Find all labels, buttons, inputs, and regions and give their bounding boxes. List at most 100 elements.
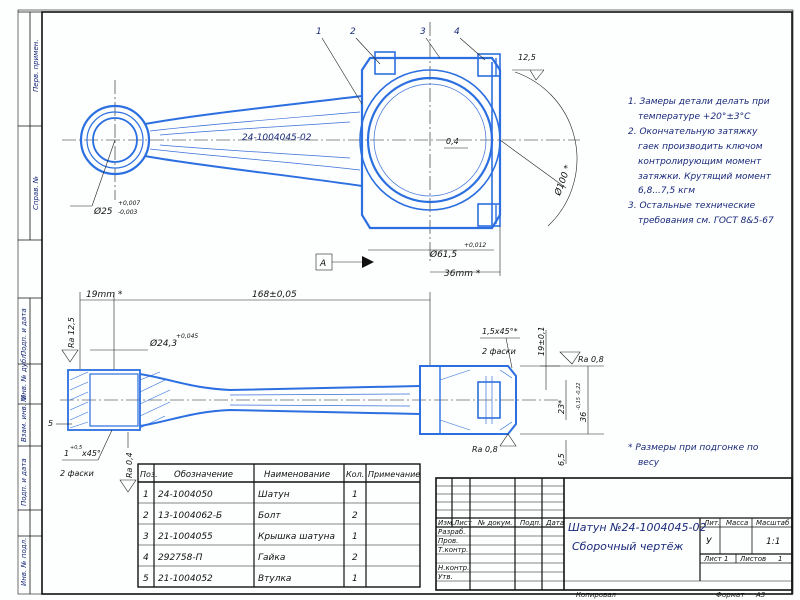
strip-label-5: Подп. и дата bbox=[20, 458, 28, 506]
dim-19: 19mm * bbox=[86, 290, 123, 300]
row-pos: 2 bbox=[143, 511, 149, 521]
strip-label-2: Подп. и дата bbox=[20, 308, 28, 356]
tb-lit-label: Лит. bbox=[703, 519, 720, 527]
side-nut bbox=[477, 381, 501, 419]
chamfer-left-tol: +0,5 bbox=[70, 445, 82, 451]
tb-mass-label: Масса bbox=[726, 519, 748, 527]
row-qty: 1 bbox=[352, 574, 358, 584]
table-row: 5 21-1004052 Втулка 1 bbox=[143, 574, 358, 584]
row-name: Крышка шатуна bbox=[258, 532, 335, 542]
roughness-12-5: 12,5 bbox=[518, 53, 536, 62]
small-end-outer bbox=[79, 104, 151, 176]
technical-notes: 1. Замеры детали делать при температуре … bbox=[628, 97, 774, 468]
tb-left-label-4: Н.контр. bbox=[438, 564, 469, 572]
dim-6-5: 6,5 bbox=[557, 453, 566, 466]
part-number-label: 24-1004045-02 bbox=[242, 133, 312, 143]
bolt-head-left-top bbox=[374, 51, 396, 75]
dim-04: 0,4 bbox=[446, 137, 459, 146]
spec-header-qty: Кол. bbox=[346, 470, 364, 479]
top-view: 1 2 3 4 24-1004045-02 Ø25 +0,007 -0,003 … bbox=[62, 22, 580, 279]
dim-5: 5 bbox=[48, 419, 53, 428]
dim-23: 23* bbox=[557, 400, 566, 414]
small-end-bore bbox=[92, 117, 138, 163]
row-code: 21-1004055 bbox=[158, 532, 213, 542]
table-row: 3 21-1004055 Крышка шатуна 1 bbox=[143, 532, 358, 542]
row-pos: 3 bbox=[143, 532, 149, 542]
ra-12-5: Ra 12,5 bbox=[67, 317, 76, 348]
dim-big-bore: Ø61,5 bbox=[429, 249, 457, 260]
row-pos: 4 bbox=[143, 553, 149, 563]
tb-row-label-4: Дата bbox=[545, 519, 564, 527]
tb-copied-label: Копировал bbox=[576, 591, 617, 599]
strip-label-3: Инв. № дубл. bbox=[20, 352, 28, 400]
note-line-4: контролирующим момент bbox=[638, 157, 762, 167]
title-block: Изм. Лист № докум. Подп. Дата Разраб. Пр… bbox=[435, 477, 793, 599]
note-line-7: 3. Остальные технические bbox=[628, 201, 756, 211]
row-qty: 1 bbox=[352, 490, 358, 500]
tb-row-label-0: Изм. bbox=[438, 519, 454, 527]
dim-small-bore-tol-upper: +0,007 bbox=[118, 200, 140, 207]
note-line-3: гаек производить ключом bbox=[638, 142, 763, 152]
row-name: Болт bbox=[258, 511, 281, 521]
row-name: Шатун bbox=[258, 490, 290, 500]
table-row: 1 24-1004050 Шатун 1 bbox=[143, 490, 358, 500]
dim-small-bore: Ø25 bbox=[93, 206, 113, 217]
chamfer-right-note: 2 фаски bbox=[482, 347, 516, 356]
bolt-head-right-top bbox=[477, 53, 501, 77]
row-code: 292758-П bbox=[158, 553, 203, 563]
fit-note-line-0: * Размеры при подгонке по bbox=[628, 443, 759, 453]
tb-lit-value: У bbox=[706, 537, 712, 547]
callout-1: 1 bbox=[316, 27, 322, 37]
small-end-section bbox=[67, 369, 141, 431]
spec-header-name: Наименование bbox=[264, 470, 330, 480]
callout-3: 3 bbox=[420, 27, 426, 37]
strip-label-1: Справ. № bbox=[32, 176, 40, 210]
tb-format-label: Формат bbox=[716, 591, 745, 599]
tb-left-label-1: Пров. bbox=[438, 537, 458, 545]
fit-note-line-1: весу bbox=[638, 458, 660, 468]
note-line-6: 6,8...7,5 кгм bbox=[638, 186, 695, 196]
note-line-0: 1. Замеры детали делать при bbox=[628, 97, 770, 107]
ra-0-8-a: Ra 0,8 bbox=[578, 355, 604, 364]
row-pos: 5 bbox=[143, 574, 149, 584]
tb-sheet-value: 1 bbox=[724, 555, 728, 563]
side-view: 19mm * 168±0,05 Ø24,3 +0,045 Ra 12,5 bbox=[48, 290, 604, 493]
dim-small-bore-tol-lower: -0,003 bbox=[118, 209, 138, 216]
strip-label-0: Перв. примен. bbox=[32, 39, 40, 92]
row-pos: 1 bbox=[143, 490, 149, 500]
note-line-8: требования см. ГОСТ 8&5-67 bbox=[638, 216, 774, 226]
datum-label: A bbox=[319, 259, 326, 269]
tb-subtitle: Сборочный чертёж bbox=[572, 540, 683, 553]
row-code: 21-1004052 bbox=[158, 574, 213, 584]
note-line-2: 2. Окончательную затяжку bbox=[628, 127, 758, 137]
callout-4: 4 bbox=[454, 27, 460, 37]
dim-24-3-tol: +0,045 bbox=[176, 333, 198, 340]
dim-168: 168±0,05 bbox=[252, 290, 297, 300]
dim-36: 36 bbox=[579, 412, 588, 422]
chamfer-right: 1,5х45°* bbox=[482, 327, 518, 336]
left-strip: Перв. примен. Справ. № Подп. и дата Инв.… bbox=[18, 11, 42, 594]
row-qty: 2 bbox=[352, 511, 358, 521]
tb-sheet-label: Лист bbox=[703, 555, 723, 563]
tb-row-label-1: Лист bbox=[453, 519, 473, 527]
ra-0-4: Ra 0,4 bbox=[125, 452, 134, 478]
row-qty: 1 bbox=[352, 532, 358, 542]
note-line-5: затяжки. Крутящий момент bbox=[638, 172, 772, 182]
dim-big-bore-tol: +0,012 bbox=[464, 242, 486, 249]
strip-label-4: Взам. инв. № bbox=[20, 394, 28, 442]
tb-row-label-2: № докум. bbox=[477, 519, 513, 527]
dim-width: 36mm * bbox=[444, 269, 481, 279]
callout-2: 2 bbox=[350, 27, 356, 37]
dim-36-tol: -0,15 -0,22 bbox=[576, 383, 582, 410]
table-row: 2 13-1004062-Б Болт 2 bbox=[143, 511, 358, 521]
tb-scale-label: Масштаб bbox=[756, 519, 790, 527]
chamfer-left-note: 2 фаски bbox=[60, 469, 94, 478]
row-code: 13-1004062-Б bbox=[158, 511, 222, 521]
tb-left-label-5: Утв. bbox=[438, 573, 453, 581]
spec-header-code: Обозначение bbox=[174, 470, 233, 480]
tb-sheets-value: 1 bbox=[778, 555, 782, 563]
dim-24-3: Ø24,3 bbox=[149, 338, 177, 349]
tb-scale-value: 1:1 bbox=[766, 537, 780, 547]
